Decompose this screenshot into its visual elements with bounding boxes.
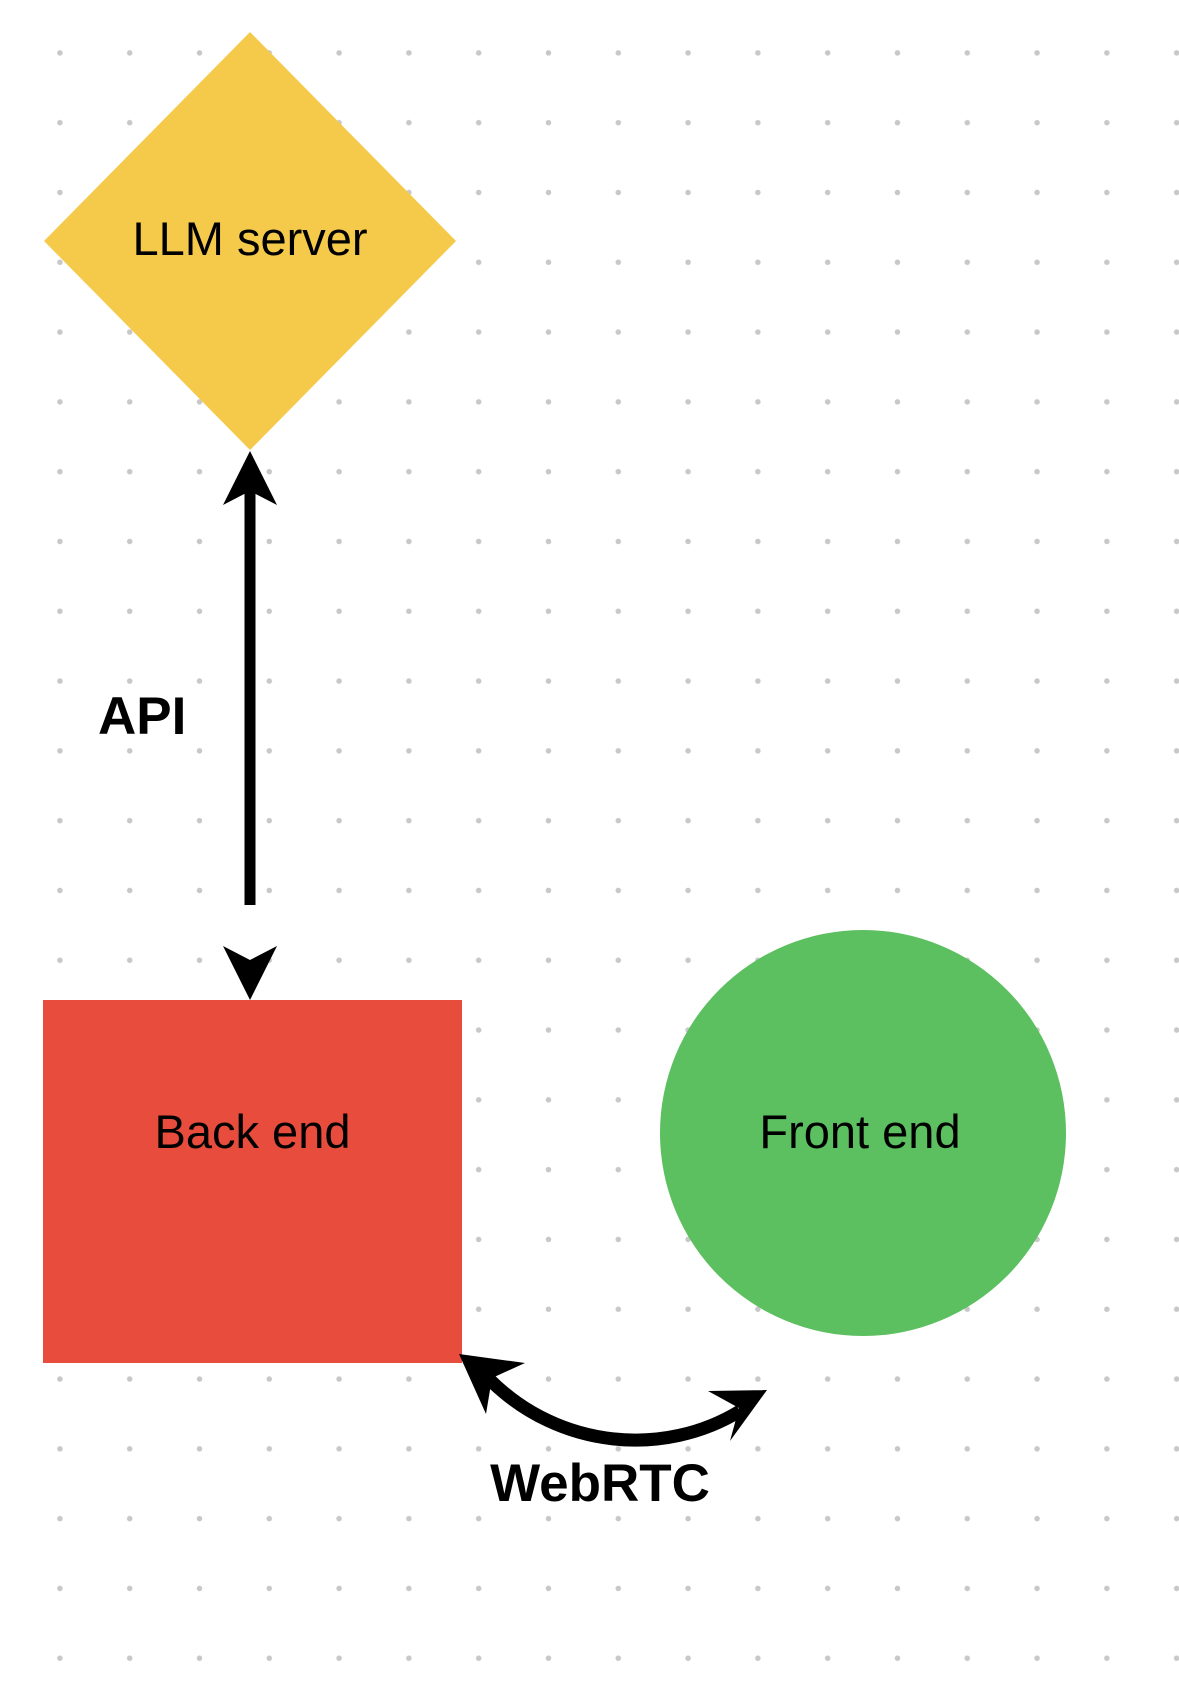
webrtc-connector[interactable] — [459, 1354, 767, 1447]
back-end-square[interactable] — [43, 1000, 462, 1363]
webrtc-edge-label[interactable]: WebRTC — [490, 1454, 710, 1513]
api-edge-label[interactable]: API — [98, 687, 187, 746]
api-connector[interactable] — [223, 451, 277, 1000]
front-end-circle[interactable] — [660, 930, 1066, 1336]
llm-server-diamond[interactable] — [44, 32, 456, 450]
